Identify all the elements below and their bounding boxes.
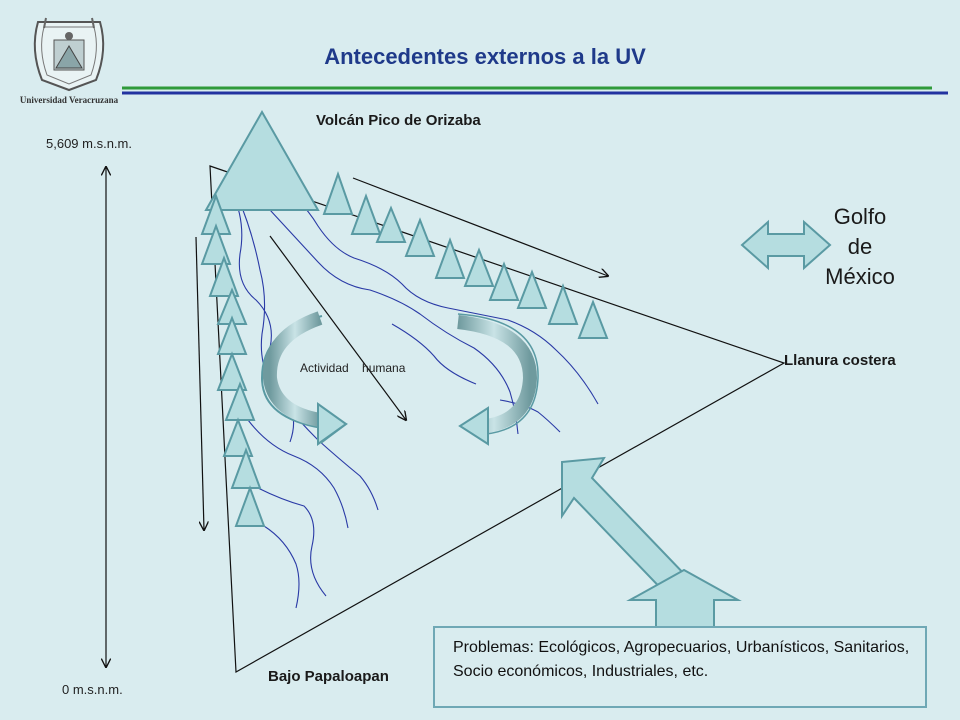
mountain-range-left [200,193,266,527]
gulf-word: de [847,234,873,259]
gulf-word: México [825,264,895,289]
mountain-icon [463,247,495,287]
mountain-icon [234,485,266,527]
bottom-region-label: Bajo Papaloapan [268,668,389,685]
river [263,525,300,609]
river [247,419,349,529]
mountain-icon [547,283,579,325]
mountain-icon [516,269,548,309]
gulf-word: Golfo [833,204,887,229]
river [499,399,561,433]
region-triangle [209,165,786,673]
coast-label: Llanura costera [784,352,896,369]
mountain-icon [488,261,520,301]
university-logo-caption: Universidad Veracruzana [19,95,119,105]
volcano-peak-icon [204,109,320,211]
mountain-icon [350,193,382,235]
double-arrow-icon [740,219,832,271]
page-title: Antecedentes externos a la UV [324,44,646,69]
slope-arrow-down [269,235,406,420]
circular-arrow-icon [260,311,539,446]
mountain-icon [322,170,354,215]
university-seal-icon [33,17,105,92]
mountain-icon [577,299,609,339]
river [391,323,477,385]
problems-box: Problemas: Ecológicos, Agropecuarios, Ur… [433,626,927,708]
river [269,209,519,435]
mountain-icon [200,223,232,265]
mountain-icon [216,351,248,391]
mountain-icon [230,447,262,489]
mountain-icon [222,417,254,457]
altitude-bottom-label: 0 m.s.n.m. [62,682,123,697]
slope-arrow-right [352,177,608,276]
mountain-icon [434,237,466,279]
gulf-label: Golfo de México [820,202,900,292]
mountain-icon [375,205,407,243]
mountain-range-top [322,170,609,339]
mountain-icon [404,217,436,257]
river [271,181,599,405]
activity-label: Actividad humana [300,361,406,375]
river [257,487,327,597]
header-rule [122,86,948,95]
peak-label: Volcán Pico de Orizaba [316,112,481,129]
altitude-top-label: 5,609 m.s.n.m. [46,136,132,151]
up-arrow-icon [626,568,742,629]
slope-arrow-left [195,236,204,530]
mountain-icon [224,381,256,421]
mountain-icon [208,255,240,297]
